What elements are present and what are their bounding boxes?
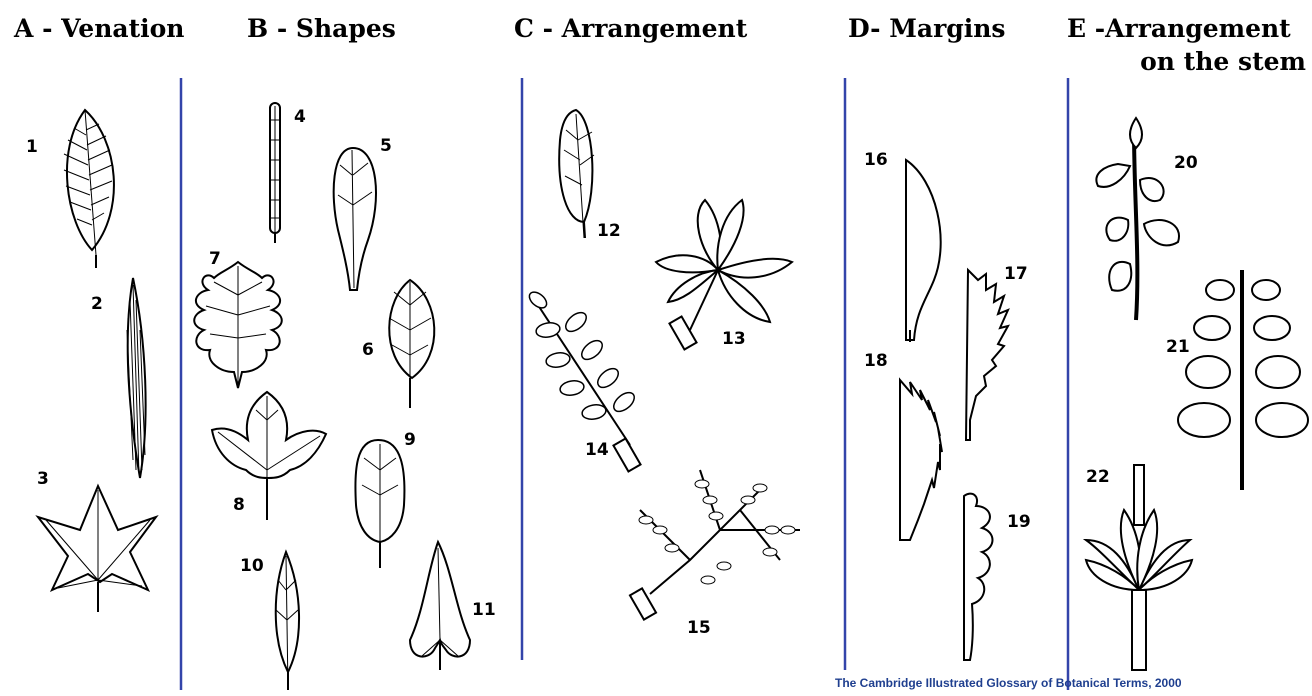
- leaf-14-pinnate-compound: [526, 289, 640, 472]
- leaf-7-lobed: [194, 262, 282, 388]
- leaf-2-parallel: [127, 278, 146, 478]
- leaf-16-entire-margin: [906, 160, 941, 342]
- leaf-11-sagittate: [410, 542, 470, 670]
- figure-number-20: 20: [1174, 153, 1198, 173]
- figure-number-14: 14: [585, 440, 609, 460]
- figure-number-13: 13: [722, 329, 746, 349]
- figure-number-21: 21: [1166, 337, 1190, 357]
- column-separators: [181, 78, 1068, 690]
- figure-number-11: 11: [472, 600, 496, 620]
- figure-number-12: 12: [597, 221, 621, 241]
- figure-number-3: 3: [37, 469, 49, 489]
- leaf-1-pinnate: [64, 110, 114, 268]
- leaf-8-trilobed: [212, 392, 326, 520]
- leaf-4-linear: [270, 103, 280, 243]
- leaf-15-bipinnate: [630, 470, 800, 620]
- leaf-13-palmate-compound: [656, 200, 792, 349]
- leaf-3-palmate: [38, 486, 156, 612]
- figure-number-10: 10: [240, 556, 264, 576]
- figure-number-17: 17: [1004, 264, 1028, 284]
- leaf-18-dentate: [900, 380, 942, 540]
- figure-number-15: 15: [687, 618, 711, 638]
- source-credit: The Cambridge Illustrated Glossary of Bo…: [835, 676, 1182, 690]
- figure-number-9: 9: [404, 430, 416, 450]
- leaf-12-simple: [559, 110, 594, 238]
- figure-number-16: 16: [864, 150, 888, 170]
- figure-number-18: 18: [864, 351, 888, 371]
- figure-number-6: 6: [362, 340, 374, 360]
- leaf-6-ovate: [389, 280, 434, 408]
- figure-number-4: 4: [294, 107, 306, 127]
- leaf-20-alternate: [1096, 118, 1179, 320]
- leaf-10-lanceolate: [276, 552, 299, 690]
- leaf-21-opposite: [1178, 270, 1308, 490]
- figure-number-22: 22: [1086, 467, 1110, 487]
- leaf-9-oblong: [355, 440, 404, 568]
- figure-number-2: 2: [91, 294, 103, 314]
- leaf-17-serrate: [966, 270, 1008, 440]
- figure-number-5: 5: [380, 136, 392, 156]
- leaf-5-spatulate: [334, 148, 376, 290]
- leaf-22-rosette: [1086, 465, 1192, 670]
- figure-number-1: 1: [26, 137, 38, 157]
- leaf-19-undulate: [964, 494, 993, 660]
- figure-number-7: 7: [209, 249, 221, 269]
- figure-number-8: 8: [233, 495, 245, 515]
- figure-number-19: 19: [1007, 512, 1031, 532]
